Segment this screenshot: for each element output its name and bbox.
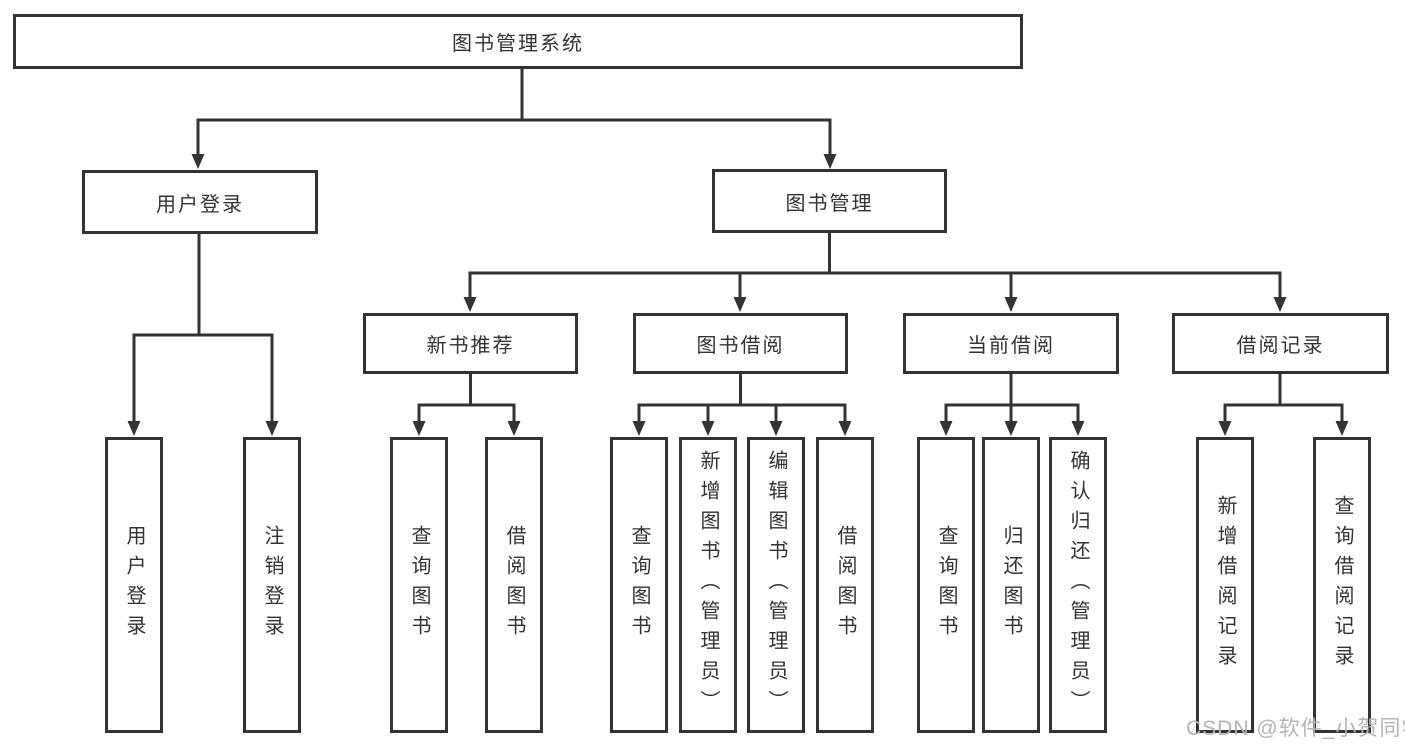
leaf-query-books-borrowing: 查询图书 xyxy=(610,437,668,733)
leaf-query-books-borrowing-label: 查询图书 xyxy=(628,525,650,645)
node-new-book-recommend: 新书推荐 xyxy=(363,313,578,374)
leaf-user-login-label: 用户登录 xyxy=(123,525,145,645)
connector-lines xyxy=(132,68,1344,424)
leaf-add-books-admin: 新增图书（管理员） xyxy=(679,437,737,733)
node-borrowing-records-label: 借阅记录 xyxy=(1236,335,1325,357)
node-user-login-label: 用户登录 xyxy=(156,193,244,216)
leaf-return-books: 归还图书 xyxy=(982,437,1040,733)
watermark: CSDN @软件_小贺同学 xyxy=(1186,717,1405,740)
leaf-logout-label: 注销登录 xyxy=(261,525,283,645)
node-root-label: 图书管理系统 xyxy=(452,33,584,55)
node-current-borrowing: 当前借阅 xyxy=(903,313,1119,374)
leaf-query-books-recommend: 查询图书 xyxy=(390,437,448,733)
node-book-borrowing-label: 图书借阅 xyxy=(696,335,785,357)
leaf-borrow-books-recommend: 借阅图书 xyxy=(485,437,543,733)
leaf-query-borrow-record: 查询借阅记录 xyxy=(1313,437,1371,733)
node-current-borrowing-label: 当前借阅 xyxy=(967,335,1055,357)
node-new-book-recommend-label: 新书推荐 xyxy=(426,335,515,357)
arrowhead-icons xyxy=(127,154,1349,436)
node-book-management: 图书管理 xyxy=(712,169,947,233)
leaf-query-books-recommend-label: 查询图书 xyxy=(408,525,430,645)
leaf-user-login: 用户登录 xyxy=(105,437,163,733)
leaf-borrow-books-recommend-label: 借阅图书 xyxy=(503,525,525,645)
leaf-borrow-books-borrowing: 借阅图书 xyxy=(816,437,874,733)
leaf-query-books-current: 查询图书 xyxy=(917,437,975,733)
leaf-query-books-current-label: 查询图书 xyxy=(935,525,957,645)
node-root: 图书管理系统 xyxy=(13,14,1023,69)
leaf-add-books-admin-label: 新增图书（管理员） xyxy=(697,450,719,720)
leaf-confirm-return-admin: 确认归还（管理员） xyxy=(1049,437,1107,733)
leaf-edit-books-admin: 编辑图书（管理员） xyxy=(747,437,805,733)
leaf-edit-books-admin-label: 编辑图书（管理员） xyxy=(765,450,787,720)
leaf-borrow-books-borrowing-label: 借阅图书 xyxy=(834,525,856,645)
leaf-add-borrow-record-label: 新增借阅记录 xyxy=(1214,495,1236,675)
node-user-login: 用户登录 xyxy=(82,170,318,234)
leaf-confirm-return-admin-label: 确认归还（管理员） xyxy=(1067,450,1089,720)
leaf-query-borrow-record-label: 查询借阅记录 xyxy=(1331,495,1353,675)
node-borrowing-records: 借阅记录 xyxy=(1172,313,1389,374)
leaf-add-borrow-record: 新增借阅记录 xyxy=(1196,437,1254,733)
node-book-management-label: 图书管理 xyxy=(785,192,874,215)
leaf-logout: 注销登录 xyxy=(243,437,301,733)
node-book-borrowing: 图书借阅 xyxy=(633,313,848,374)
leaf-return-books-label: 归还图书 xyxy=(1000,525,1022,645)
